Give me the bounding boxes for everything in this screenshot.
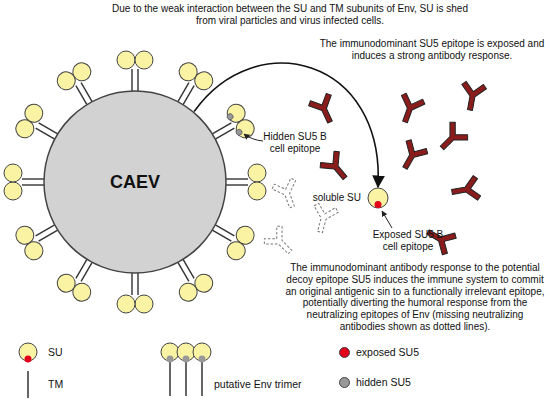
hidden-epitope xyxy=(226,113,243,137)
legend-label: TM xyxy=(48,378,63,390)
leader-line xyxy=(244,134,263,141)
annotation-text: Exposed SU5 B cell epitope xyxy=(368,229,448,253)
legend-symbols xyxy=(19,343,211,398)
exposed-epitope xyxy=(375,201,382,208)
legend-swatch xyxy=(339,377,350,388)
env-spikes xyxy=(4,51,266,313)
annotation-text: The immunodominant antibody response to … xyxy=(283,262,547,333)
virus-particle: CAEV xyxy=(43,90,227,274)
annotation-text: Due to the weak interaction between the … xyxy=(112,3,468,27)
legend-swatch xyxy=(339,347,350,358)
virus-name: CAEV xyxy=(43,171,227,193)
legend-label: SU xyxy=(48,346,63,358)
legend-label: exposed SU5 xyxy=(356,346,419,358)
soluble-su: soluble SU xyxy=(367,187,389,209)
shedding-arrow xyxy=(194,63,378,187)
missing-antibodies xyxy=(262,177,339,261)
node-label: soluble SU xyxy=(313,192,367,204)
legend-label: hidden SU5 xyxy=(356,376,411,388)
leader-line xyxy=(382,211,392,228)
annotation-text: Hidden SU5 B cell epitope xyxy=(262,131,328,155)
node-outline xyxy=(367,187,389,209)
su-subunit xyxy=(368,188,388,208)
legend-label: putative Env trimer xyxy=(214,378,302,390)
virus-envelope xyxy=(44,91,226,273)
annotation-text: The immunodominant SU5 epitope is expose… xyxy=(318,38,546,62)
antibodies xyxy=(307,81,487,257)
